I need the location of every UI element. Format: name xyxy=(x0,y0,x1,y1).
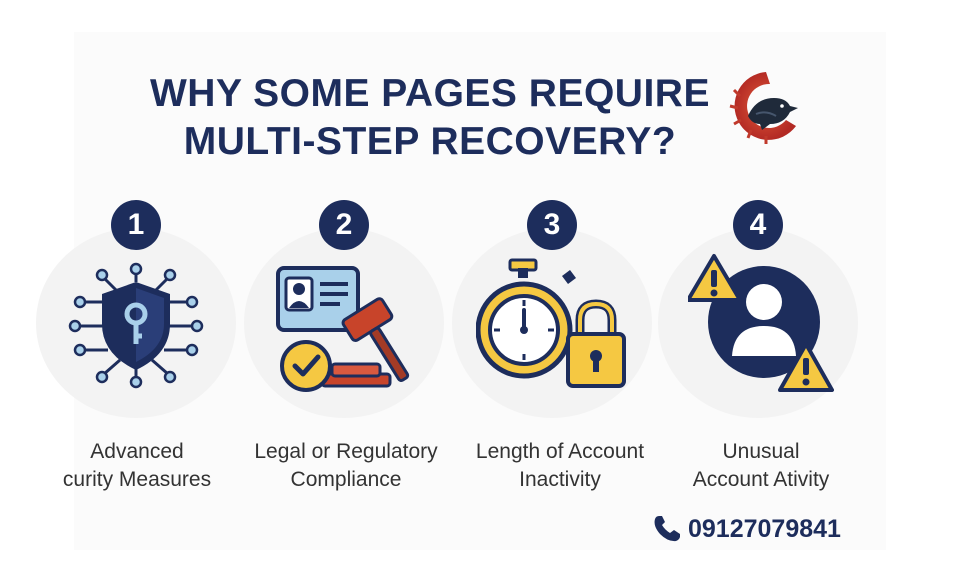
step-1-number: 1 xyxy=(111,200,161,250)
title-line-1: WHY SOME PAGES REQUIRE xyxy=(150,72,710,115)
user-warning-icon xyxy=(688,254,834,392)
step-3-number: 3 xyxy=(527,200,577,250)
warning-icon-bottom xyxy=(778,342,834,392)
step-2-label-line-2: Compliance xyxy=(290,468,402,491)
shield-keyhole-circuit-icon xyxy=(68,262,204,389)
step-4-label-line-2: Account Ativity xyxy=(692,468,830,491)
step-2-label-line-1: Legal or Regulatory xyxy=(254,440,438,463)
step-2-number: 2 xyxy=(319,200,369,250)
step-3-label: Length of Account Inactivity xyxy=(445,438,675,494)
step-1-label: Advanced curity Measures xyxy=(22,438,252,494)
phone-number[interactable]: 09127079841 xyxy=(688,514,841,543)
crow-logo-icon xyxy=(729,72,798,144)
step-1-label-line-1: Advanced xyxy=(90,440,184,463)
title-line-2: MULTI-STEP RECOVERY? xyxy=(183,120,677,163)
stopwatch-padlock-icon xyxy=(476,258,626,388)
step-4-label-line-1: Unusual xyxy=(722,440,800,463)
step-3-label-line-1: Length of Account xyxy=(475,440,645,463)
phone-icon xyxy=(654,516,680,542)
step-2-label: Legal or Regulatory Compliance xyxy=(231,438,461,494)
page-title: WHY SOME PAGES REQUIRE MULTI-STEP RECOVE… xyxy=(120,70,740,166)
step-4-label: Unusual Account Ativity xyxy=(646,438,876,494)
step-3-label-line-2: Inactivity xyxy=(519,468,601,491)
id-card-gavel-check-icon xyxy=(276,266,410,392)
phone-contact[interactable]: 09127079841 xyxy=(652,511,841,547)
warning-icon-top xyxy=(688,254,742,302)
step-4-number: 4 xyxy=(733,200,783,250)
step-1-label-line-2: curity Measures xyxy=(62,468,212,491)
